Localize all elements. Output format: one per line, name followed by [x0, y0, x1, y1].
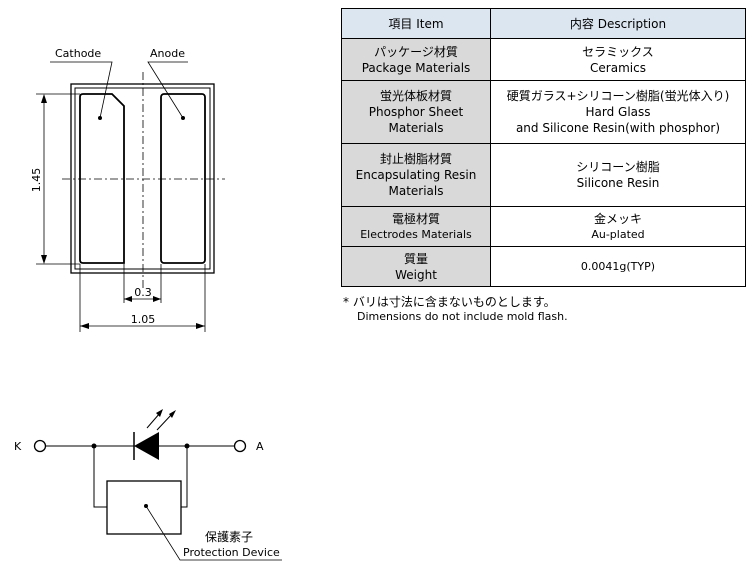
package-inner-outline — [74, 87, 211, 270]
note-english: Dimensions do not include mold flash. — [357, 310, 568, 323]
protection-device — [106, 480, 182, 535]
light-arrow-2-head — [169, 410, 176, 418]
package-drawing: Cathode Anode 1.45 0.3 1.05 — [30, 47, 225, 332]
note-japanese: * バリは寸法に含まないものとします。 — [343, 295, 556, 309]
device-label-ja: 保護素子 — [205, 529, 253, 544]
table-row: 封止樹脂材質 Encapsulating Resin Materials シリコ… — [341, 143, 746, 207]
gap-dim-label: 0.3 — [134, 286, 152, 299]
anode-label: Anode — [150, 47, 185, 60]
package-outline — [70, 83, 215, 274]
gap-arrow-left — [124, 296, 132, 302]
row-description: 金メッキ Au-plated — [490, 206, 746, 247]
row-description: 硬質ガラス+シリコーン樹脂(蛍光体入り) Hard Glass and Sili… — [490, 80, 746, 144]
circuit-diagram: K A 保護素子 Protection Device — [14, 409, 282, 561]
width-arrow-right — [196, 323, 205, 329]
width-dim-label: 1.05 — [131, 313, 156, 326]
anode-leader — [147, 61, 188, 119]
row-item: パッケージ材質 Package Materials — [341, 38, 491, 81]
row-item: 蛍光体板材質 Phosphor Sheet Materials — [341, 80, 491, 144]
row-item: 質量 Weight — [341, 246, 491, 287]
height-dim-label: 1.45 — [30, 168, 43, 193]
cathode-label: Cathode — [55, 47, 101, 60]
spec-table: 項目 Item 内容 Description パッケージ材質 Package M… — [341, 8, 746, 287]
light-arrow-1-head — [156, 409, 163, 417]
a-terminal — [233, 439, 247, 453]
cathode-electrode — [79, 93, 125, 264]
height-arrow-top — [41, 94, 47, 103]
header-description: 内容 Description — [490, 8, 746, 39]
height-arrow-bottom — [41, 255, 47, 264]
k-terminal-label: K — [14, 440, 22, 453]
table-row: 質量 Weight 0.0041g(TYP) — [341, 246, 746, 287]
cathode-leader — [50, 61, 113, 119]
row-description: 0.0041g(TYP) — [490, 246, 746, 287]
row-description: セラミックス Ceramics — [490, 38, 746, 81]
light-arrow-1-line — [146, 412, 161, 429]
width-arrow-left — [80, 323, 89, 329]
light-arrow-2-line — [156, 413, 173, 431]
anode-electrode — [160, 93, 206, 264]
gap-arrow-right — [153, 296, 161, 302]
device-leader — [145, 505, 282, 561]
header-item: 項目 Item — [341, 8, 491, 39]
branch-wire-right — [181, 446, 188, 508]
notes: * バリは寸法に含まないものとします。 Dimensions do not in… — [343, 293, 568, 323]
branch-wire — [93, 446, 107, 508]
table-row: 蛍光体板材質 Phosphor Sheet Materials 硬質ガラス+シリ… — [341, 80, 746, 144]
row-item: 封止樹脂材質 Encapsulating Resin Materials — [341, 143, 491, 207]
device-label-en: Protection Device — [183, 546, 280, 559]
table-row: 電極材質 Electrodes Materials 金メッキ Au-plated — [341, 206, 746, 247]
row-description: シリコーン樹脂 Silicone Resin — [490, 143, 746, 207]
table-header-row: 項目 Item 内容 Description — [341, 8, 746, 39]
k-terminal — [33, 439, 47, 453]
a-terminal-label: A — [256, 440, 264, 453]
led-triangle — [134, 432, 159, 460]
table-row: パッケージ材質 Package Materials セラミックス Ceramic… — [341, 38, 746, 81]
row-item: 電極材質 Electrodes Materials — [341, 206, 491, 247]
